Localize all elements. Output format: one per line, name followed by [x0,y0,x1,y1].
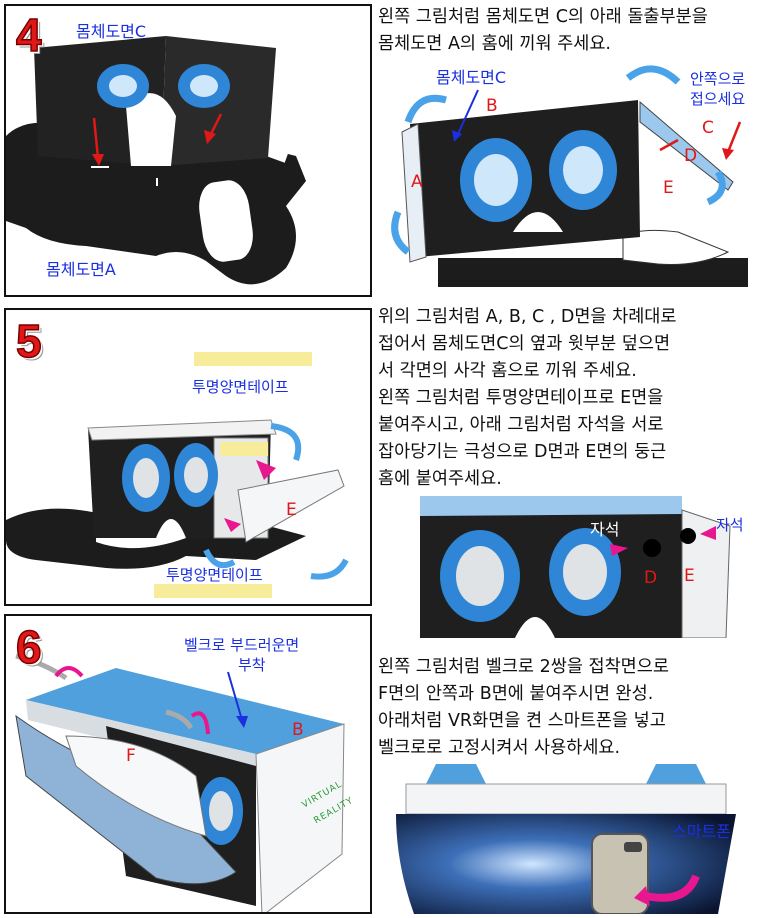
step4-panel: 4 몸체도면C 몸체도면A [4,4,372,297]
step6-letter-b: B [292,720,304,740]
desc-line: 왼쪽 그림처럼 몸체도면 C의 아래 돌출부분을 [378,7,708,27]
desc-line: 왼쪽 그림처럼 투명양면테이프로 E면을 [378,388,664,408]
desc-line: 몸체도면 A의 홈에 끼워 주세요. [378,34,611,54]
step4-letter-d: D [684,146,698,166]
step6-velcro-label-line1: 벨크로 부드러운면 [184,636,300,654]
step4-right-illustration [391,65,748,287]
step4-label-body-a: 몸체도면A [46,260,116,279]
desc-line: 서 각면의 사각 홈으로 끼워 주세요. [378,361,637,381]
step5-description: 위의 그림처럼 A, B, C , D면을 차례대로 접어서 몸체도면C의 옆과… [378,304,677,493]
step4-description: 왼쪽 그림처럼 몸체도면 C의 아래 돌출부분을 몸체도면 A의 홈에 끼워 주… [378,4,708,58]
step4-letter-a: A [411,172,423,192]
step5-illustration [6,352,349,598]
step6-panel: 6 벨크로 부드러운면 부착 B F VIRTUAL REALITY [4,614,372,914]
desc-line: 홈에 붙여주세요. [378,469,502,489]
step5-magnet-label-1: 자석 [590,520,620,539]
step4-letter-b: B [486,96,498,116]
step6-velcro-label-line2: 부착 [238,656,266,674]
desc-line: 붙여주시고, 아래 그림처럼 자석을 서로 [378,415,664,435]
step4-label-body-c: 몸체도면C [76,22,147,41]
desc-line: F면의 안쪽과 B면에 붙여주시면 완성. [378,684,654,704]
step5-panel: 5 투명양면테이프 투명양면테이프 E [4,308,372,606]
step5-letter-d: D [644,568,658,588]
step4-right-label-body-c: 몸체도면C [436,68,507,87]
desc-line: 아래처럼 VR화면을 켠 스마트폰을 넣고 [378,711,666,731]
step5-letter-e2: E [684,566,695,586]
step5-right-illustration [420,496,731,638]
step6-illustration [15,653,345,912]
step5-label-tape-bottom: 투명양면테이프 [166,566,263,584]
desc-line: 접어서 몸체도면C의 옆과 윗부분 덮으면 [378,334,671,354]
step6-description: 왼쪽 그림처럼 벨크로 2쌍을 접착면으로 F면의 안쪽과 B면에 붙여주시면 … [378,654,669,762]
desc-line: 벨크로로 고정시켜서 사용하세요. [378,738,621,758]
step5-magnet-label-2: 자석 [716,516,744,534]
step4-letter-c: C [702,118,714,138]
desc-line: 왼쪽 그림처럼 벨크로 2쌍을 접착면으로 [378,657,669,677]
step4-fold-label-line1: 안쪽으로 [690,70,746,88]
step4-letter-e: E [663,178,674,198]
desc-line: 잡아당기는 극성으로 D면과 E면의 둥근 [378,442,667,462]
step5-letter-e: E [286,500,297,520]
step4-illustration [6,36,306,285]
step6-right-illustration [396,764,736,914]
step6-smartphone-label: 스마트폰 [672,822,731,841]
step4-number: 4 [15,9,42,61]
desc-line: 위의 그림처럼 A, B, C , D면을 차례대로 [378,307,677,327]
step5-number: 5 [15,315,42,367]
step5-label-tape-top: 투명양면테이프 [192,378,289,396]
step6-letter-f: F [126,746,136,766]
step6-number: 6 [15,621,42,673]
step4-fold-label-line2: 접으세요 [690,90,746,108]
